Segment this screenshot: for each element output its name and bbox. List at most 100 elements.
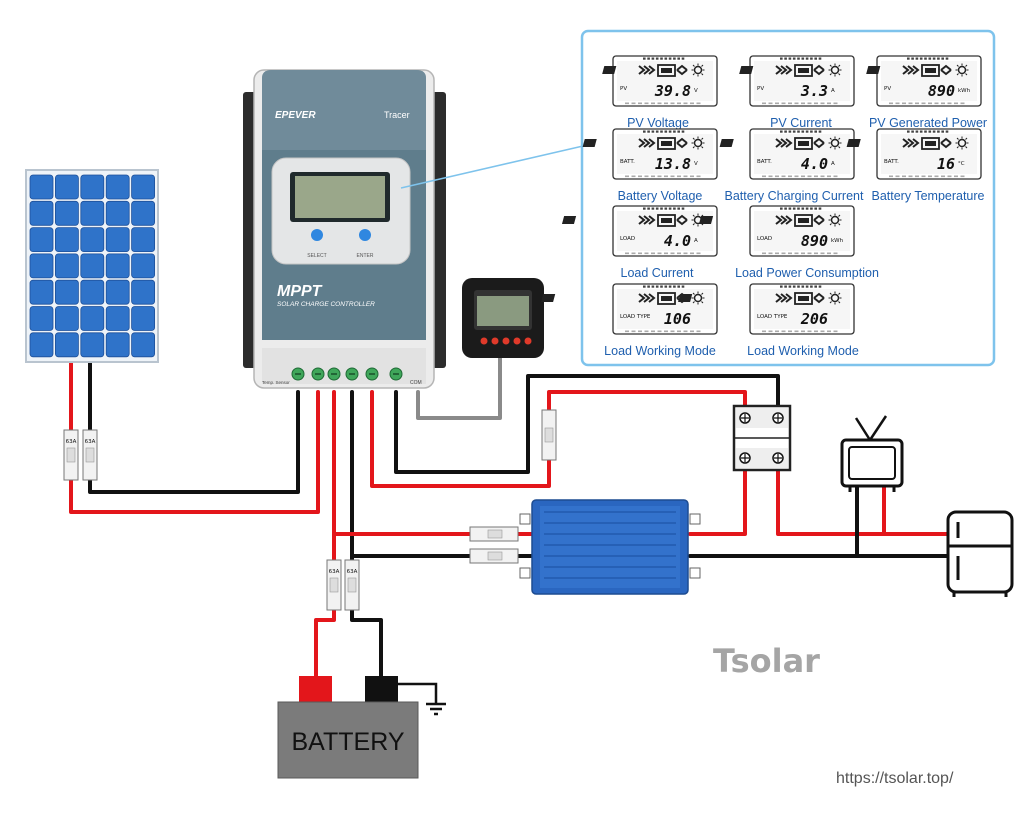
solar-panel-icon [698, 216, 714, 224]
lcd-tick [655, 207, 659, 210]
flow-arrows-icon [775, 65, 793, 75]
lcd-tick [945, 130, 949, 133]
lcd-glass [617, 134, 713, 174]
lcd-callout-box [580, 29, 996, 367]
lcd-tick [775, 252, 779, 255]
bulb-icon [957, 65, 967, 75]
lcd-tick [827, 330, 831, 333]
lcd-tick [807, 102, 812, 105]
lcd-tick [814, 285, 817, 288]
lcd-tick [801, 207, 805, 210]
breaker-pv-negative: 63A [82, 429, 98, 481]
lcd-tick [780, 285, 783, 288]
lcd-tick [833, 175, 838, 178]
lcd-tick [801, 285, 805, 288]
lcd-tick [784, 57, 787, 60]
flow-arrows-icon [902, 138, 920, 148]
lcd-tick [788, 102, 792, 105]
lcd-tick [919, 57, 923, 60]
enter-button[interactable] [359, 229, 371, 241]
wire-pv-negative [88, 360, 300, 494]
lcd-caption: Load Working Mode [747, 344, 859, 358]
temp-sensor-label: Temp. Sensor [262, 380, 290, 385]
lcd-caption: PV Current [770, 116, 832, 130]
lcd-tick [915, 57, 919, 60]
wire-ac-red-1 [688, 466, 747, 536]
lcd-tick [638, 330, 642, 333]
wires [69, 356, 950, 678]
lcd-tick [670, 330, 675, 333]
meter-button[interactable] [491, 337, 499, 345]
lcd-tick [673, 285, 676, 288]
lcd-tick [915, 102, 919, 105]
lcd-tick [643, 285, 646, 288]
lcd-glass [754, 289, 850, 329]
lcd-tick [932, 57, 936, 60]
lcd-value: 13.8 [655, 155, 691, 173]
inverter-fins [544, 511, 676, 579]
solar-cell [80, 253, 105, 279]
solar-cell [105, 174, 130, 200]
lcd-tick [810, 130, 813, 133]
select-button[interactable] [311, 229, 323, 241]
lcd-tick [655, 57, 659, 60]
lcd-glass [881, 61, 977, 101]
solar-cell [55, 279, 79, 305]
lcd-unit: kWh [958, 88, 971, 94]
lcd-tick [792, 207, 796, 210]
com-label: COM [410, 380, 422, 386]
meter-button[interactable] [502, 337, 510, 345]
relay [732, 404, 792, 472]
lcd-tick [638, 252, 642, 255]
lcd-tag: BATT. [620, 159, 635, 165]
lcd-caption: PV Generated Power [869, 116, 987, 130]
lcd-tick [657, 330, 662, 333]
battery-level-icon [661, 68, 672, 73]
solar-panel-icon [678, 294, 693, 302]
lcd-tick [768, 252, 773, 255]
lcd-tick [670, 175, 675, 178]
lcd-tick [810, 57, 813, 60]
lcd-tick [794, 175, 799, 178]
meter-button[interactable] [480, 337, 488, 345]
lcd-tick [664, 330, 668, 333]
lcd-tick [781, 330, 786, 333]
lcd-unit: V [694, 161, 698, 167]
lcd-tick [805, 130, 809, 133]
flow-arrows-icon [775, 293, 793, 303]
lcd-tick [677, 102, 681, 105]
meter-button[interactable] [524, 337, 532, 345]
lcd-tick [681, 57, 685, 60]
lcd-tick [833, 102, 838, 105]
lcd-tick [924, 57, 927, 60]
bulb-rays-icon [691, 136, 705, 150]
lcd-tick [911, 57, 914, 60]
bulb-icon [830, 293, 840, 303]
solar-panel-icon [739, 66, 754, 74]
lcd-tick [807, 330, 812, 333]
lcd-tick [895, 175, 900, 178]
battery-icon [794, 214, 813, 227]
bulb-icon [957, 138, 967, 148]
meter-button[interactable] [513, 337, 521, 345]
solar-panel-icon [561, 216, 577, 224]
lcd-tick [810, 285, 813, 288]
lcd-tick [797, 130, 800, 133]
solar-cell [131, 279, 156, 305]
lcd-tick [638, 175, 642, 178]
lcd-tick [677, 285, 680, 288]
lcd-tick [941, 175, 945, 178]
bulb-icon [830, 65, 840, 75]
lcd-tick [660, 207, 663, 210]
lcd-unit: kWh [831, 238, 844, 244]
lcd-tag: LOAD TYPE [757, 314, 788, 320]
lcd-tick [677, 207, 680, 210]
tv-icon [840, 415, 904, 492]
lcd-tick [810, 207, 813, 210]
solar-cell [55, 253, 79, 279]
lcd-tick [683, 102, 688, 105]
lcd-tick [788, 330, 792, 333]
lcd-tick [681, 285, 685, 288]
